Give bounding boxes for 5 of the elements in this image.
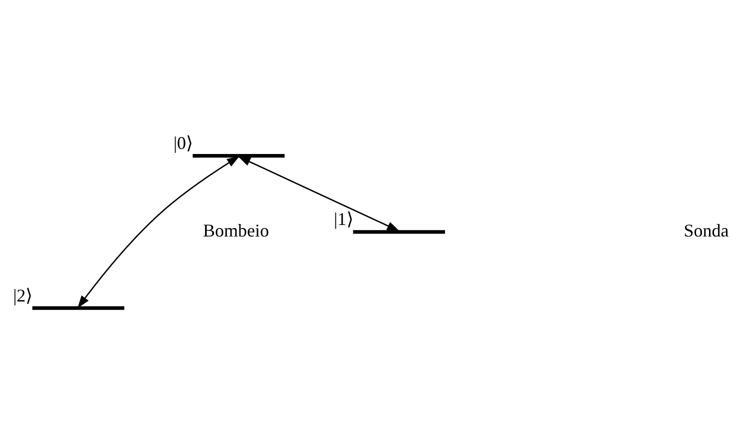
label: Bombeio	[202, 220, 269, 240]
node-label: |1⟩	[334, 209, 354, 230]
node-label: |0⟩	[173, 133, 194, 154]
node-label: |2⟩	[13, 285, 33, 306]
label: Sonda	[684, 220, 729, 240]
